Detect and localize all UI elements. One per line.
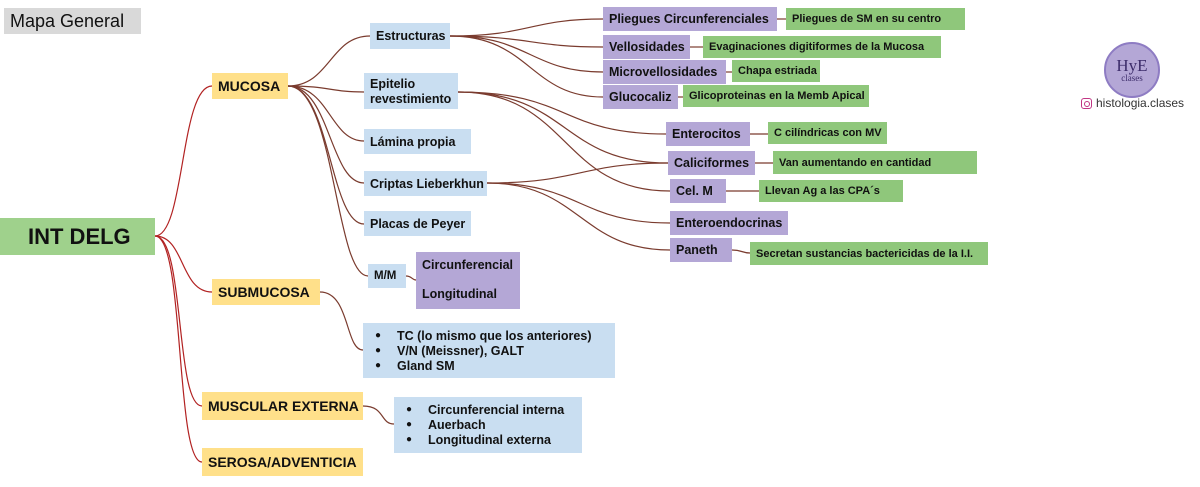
node-glucocaliz: Glucocaliz <box>603 85 678 109</box>
node-criptas: Criptas Lieberkhun <box>364 171 487 196</box>
link-root-serosa <box>154 235 203 463</box>
node-epitelio: Epitelio revestimiento <box>364 73 458 109</box>
list-item: ●TC (lo mismo que los anteriores) <box>375 328 592 343</box>
muscular-list: ●Circunferencial interna ●Auerbach ●Long… <box>394 397 582 453</box>
node-paneth: Paneth <box>670 238 732 262</box>
link-root-mucosa <box>154 85 213 237</box>
node-mucosa: MUCOSA <box>212 73 288 99</box>
link-mucosa-estructuras <box>287 35 371 87</box>
desc-pliegues: Pliegues de SM en su centro <box>786 8 965 30</box>
link-crip-caliciformes <box>486 162 669 184</box>
desc-paneth: Secretan sustancias bactericidas de la I… <box>750 242 988 265</box>
link-mm-layers <box>405 275 417 281</box>
desc-cel-m: Llevan Ag a las CPA´s <box>759 180 903 202</box>
list-item: ●Longitudinal externa <box>406 432 551 447</box>
link-mucosa-mm <box>287 85 369 277</box>
node-microvellosidades: Microvellosidades <box>603 60 726 84</box>
node-cel-m: Cel. M <box>670 179 726 203</box>
link-est-pliegues <box>449 18 604 37</box>
link-mucosa-lamina <box>287 85 365 142</box>
node-mm-layers: Circunferencial Longitudinal <box>416 252 520 309</box>
node-mm: M/M <box>368 264 406 288</box>
node-estructuras: Estructuras <box>370 23 450 49</box>
link-root-muscular <box>154 235 203 407</box>
node-submucosa: SUBMUCOSA <box>212 279 320 305</box>
link-epi-celm <box>457 91 671 192</box>
node-enterocitos: Enterocitos <box>666 122 750 146</box>
desc-enterocitos: C cilíndricas con MV <box>768 122 887 144</box>
epitelio-line-1: Epitelio <box>370 77 416 91</box>
desc-microvellosidades: Chapa estriada <box>732 60 820 82</box>
link-est-micro <box>449 35 604 73</box>
submucosa-list: ●TC (lo mismo que los anteriores) ●V/N (… <box>363 323 615 378</box>
link-crip-entero <box>486 182 671 224</box>
instagram-handle: histologia.clases <box>1081 96 1184 110</box>
list-item: ●V/N (Meissner), GALT <box>375 343 524 358</box>
desc-glucocaliz: Glicoproteinas en la Memb Apical <box>683 85 869 107</box>
desc-caliciformes: Van aumentando en cantidad <box>773 151 977 174</box>
node-muscular-externa: MUSCULAR EXTERNA <box>202 392 363 420</box>
node-vellosidades: Vellosidades <box>603 35 690 59</box>
brand-logo: HyE clases <box>1104 42 1160 98</box>
link-musc-list <box>362 405 395 425</box>
link-epi-enterocitos <box>457 91 667 135</box>
instagram-icon <box>1081 97 1092 109</box>
link-mucosa-epitelio <box>287 85 365 93</box>
link-crip-paneth <box>486 182 671 251</box>
node-placas-peyer: Placas de Peyer <box>364 211 471 236</box>
root-node: INT DELG <box>0 218 155 255</box>
list-item: ●Auerbach <box>406 417 486 432</box>
node-caliciformes: Caliciformes <box>668 151 755 175</box>
desc-vellosidades: Evaginaciones digitiformes de la Mucosa <box>703 36 941 58</box>
map-title: Mapa General <box>4 8 141 34</box>
epitelio-line-2: revestimiento <box>370 92 452 106</box>
node-enteroendocrinas: Enteroendocrinas <box>670 211 788 235</box>
link-mucosa-placas <box>287 85 365 225</box>
node-pliegues: Pliegues Circunferenciales <box>603 7 777 31</box>
list-item: ●Circunferencial interna <box>406 402 565 417</box>
mm-layer-circ: Circunferencial <box>422 258 514 272</box>
mm-layer-long: Longitudinal <box>422 287 497 301</box>
link-root-submucosa <box>154 235 213 293</box>
link-sub-list <box>319 291 364 351</box>
node-lamina-propia: Lámina propia <box>364 129 471 154</box>
link-mucosa-criptas <box>287 85 365 184</box>
node-serosa: SEROSA/ADVENTICIA <box>202 448 363 476</box>
list-item: ●Gland SM <box>375 358 455 373</box>
link-paneth-desc <box>731 249 751 254</box>
link-est-gluco <box>449 35 604 98</box>
link-est-vellosidades <box>449 35 604 48</box>
link-epi-caliciformes <box>457 91 669 164</box>
